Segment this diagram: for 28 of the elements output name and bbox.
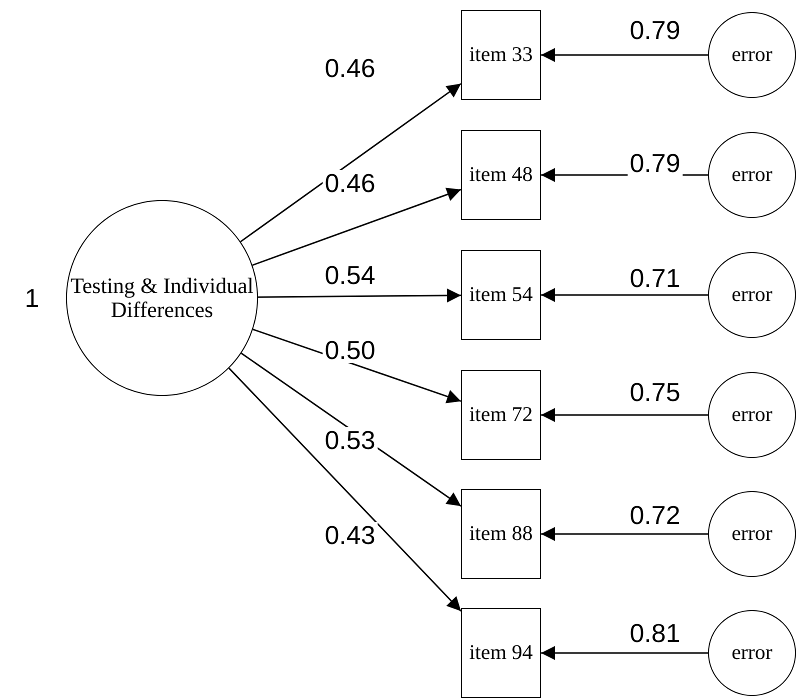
node-label: item 48	[469, 163, 533, 187]
node-label: error	[732, 403, 772, 427]
node-label: error	[732, 163, 772, 187]
arrow	[541, 527, 708, 541]
node-label: error	[732, 522, 772, 546]
item-box	[461, 370, 541, 460]
arrow	[541, 48, 708, 62]
arrow	[541, 646, 708, 660]
node-label: item 94	[469, 641, 533, 665]
node-label: error	[732, 283, 772, 307]
node-label: item 54	[469, 283, 533, 307]
item-box	[461, 489, 541, 579]
item-box	[461, 10, 541, 100]
node-label: item 88	[469, 522, 533, 546]
node-label: error	[732, 641, 772, 665]
item-box	[461, 608, 541, 698]
arrow	[252, 188, 462, 266]
arrow	[228, 368, 462, 612]
arrow	[240, 83, 462, 242]
item-box	[461, 250, 541, 340]
node-label: Testing & Individual Differences	[70, 274, 254, 322]
node-label: item 72	[469, 403, 533, 427]
node-label: item 33	[469, 43, 533, 67]
node-label: error	[732, 43, 772, 67]
item-box	[461, 130, 541, 220]
arrow	[258, 288, 461, 302]
arrow	[541, 288, 708, 302]
arrow	[541, 408, 708, 422]
